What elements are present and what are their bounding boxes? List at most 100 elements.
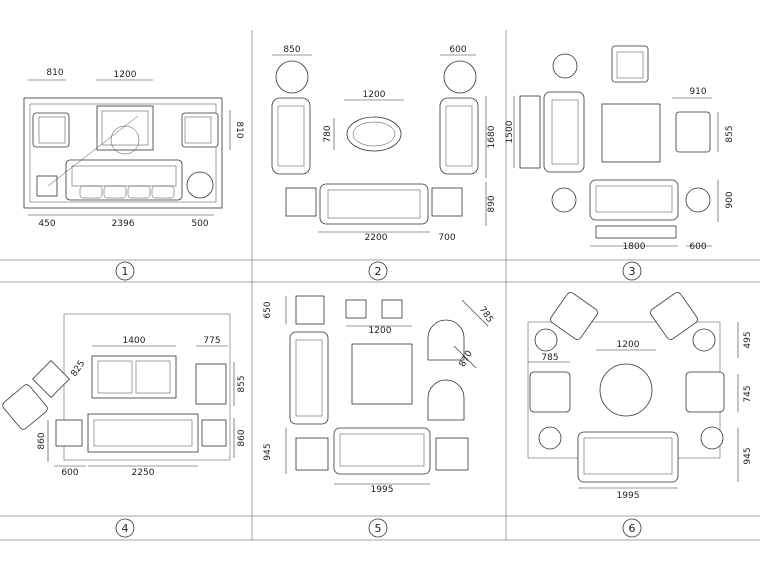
lattice-coffee-table xyxy=(91,355,177,399)
dim-label: 1800 xyxy=(623,242,646,252)
plan-number-label: 4 xyxy=(122,522,129,535)
plan-number-label: 3 xyxy=(629,265,636,278)
plan-number-3: 3 xyxy=(622,261,642,281)
dim-label: 450 xyxy=(38,219,55,229)
console-table xyxy=(519,95,541,169)
plan-3: 910 1500 855 900 1800 600 xyxy=(505,45,735,252)
dim-label: 2200 xyxy=(365,233,388,243)
dim-label: 1680 xyxy=(487,125,497,148)
dim-label: 785 xyxy=(541,353,558,363)
dim-label: 600 xyxy=(689,242,706,252)
dim-label: 2250 xyxy=(132,468,155,478)
side-table xyxy=(435,437,469,471)
side-table xyxy=(201,419,227,447)
plan-6: 1200 495 785 745 945 1995 xyxy=(527,292,753,501)
dim-label: 855 xyxy=(237,375,247,392)
armchair-angled xyxy=(650,292,698,340)
sofa-bottom xyxy=(589,179,679,221)
dim-label: 900 xyxy=(725,191,735,208)
round-stool xyxy=(700,426,724,450)
armchair-right xyxy=(685,371,725,413)
dim-label: 810 xyxy=(234,121,244,138)
dim-label: 910 xyxy=(689,87,706,97)
plan-number-2: 2 xyxy=(368,261,388,281)
side-table xyxy=(285,187,317,217)
oval-coffee-table xyxy=(346,116,402,152)
round-table xyxy=(186,171,214,199)
round-stool xyxy=(534,328,558,352)
sofa xyxy=(87,413,199,453)
dim-label: 810 xyxy=(46,68,63,78)
armchair-right xyxy=(195,363,227,405)
armchair-angled xyxy=(550,292,598,340)
dim-label: 1200 xyxy=(363,90,386,100)
round-coffee-table xyxy=(599,363,653,417)
dim-label: 1200 xyxy=(369,326,392,336)
side-table xyxy=(295,437,329,471)
armchair-angled xyxy=(2,384,48,430)
round-stool xyxy=(552,53,578,79)
dim-label: 775 xyxy=(203,336,220,346)
dim-label: 780 xyxy=(323,125,333,142)
sofa-left xyxy=(543,91,585,173)
dim-label: 860 xyxy=(37,432,47,449)
sheet-grid xyxy=(0,30,760,541)
dim-label: 1995 xyxy=(617,491,640,501)
plan-4: 1400 775 825 855 860 860 600 2250 xyxy=(2,313,247,478)
side-table-angled xyxy=(32,360,70,398)
dim-label: 945 xyxy=(263,443,273,460)
plan-number-1: 1 xyxy=(115,261,135,281)
dim-label: 700 xyxy=(438,233,455,243)
round-stool xyxy=(685,187,711,213)
plan-number-label: 1 xyxy=(122,265,129,278)
plan-2: 850 600 1200 780 1680 890 2200 700 xyxy=(271,45,497,243)
round-stool xyxy=(538,426,562,450)
dim-label: 650 xyxy=(263,301,273,318)
plan-number-label: 6 xyxy=(629,522,636,535)
round-stool xyxy=(551,187,577,213)
dim-label: 600 xyxy=(61,468,78,478)
dim-label: 945 xyxy=(743,447,753,464)
round-table xyxy=(275,60,309,94)
armchair-right xyxy=(675,111,711,153)
dim-label: 1995 xyxy=(371,485,394,495)
armchair-right xyxy=(181,112,219,148)
plan-number-4: 4 xyxy=(115,518,135,538)
dim-label: 855 xyxy=(725,125,735,142)
coffee-table xyxy=(96,105,154,151)
dim-label: 1200 xyxy=(617,340,640,350)
armchair-left xyxy=(529,371,571,413)
sofa-left xyxy=(289,331,329,425)
sofa-bottom xyxy=(319,183,429,225)
sofa xyxy=(65,159,183,201)
dim-label: 1500 xyxy=(505,120,515,143)
stool xyxy=(345,299,367,319)
dim-label: 785 xyxy=(477,305,495,325)
sofa xyxy=(577,431,679,483)
round-stool xyxy=(692,328,716,352)
side-table xyxy=(295,295,325,325)
bench xyxy=(595,225,677,239)
plan-number-label: 5 xyxy=(375,522,382,535)
dim-label: 745 xyxy=(743,385,753,402)
dim-label: 850 xyxy=(283,45,300,55)
plan-5: 650 1200 785 870 945 1995 xyxy=(263,295,495,495)
coffee-table xyxy=(601,103,661,163)
dim-label: 2396 xyxy=(112,219,135,229)
dim-label: 500 xyxy=(191,219,208,229)
sofa-bottom xyxy=(333,427,431,475)
coffee-table xyxy=(351,343,413,405)
round-table xyxy=(443,60,477,94)
dim-label: 495 xyxy=(743,331,753,348)
dim-label: 1200 xyxy=(114,70,137,80)
dim-label: 860 xyxy=(237,429,247,446)
side-table xyxy=(55,419,83,447)
dim-label: 1400 xyxy=(123,336,146,346)
sofa-left xyxy=(271,97,311,175)
plan-1: 810 1200 810 450 2396 500 xyxy=(23,68,244,229)
plan-number-label: 2 xyxy=(375,265,382,278)
armchair-left xyxy=(32,112,70,148)
plan-number-6: 6 xyxy=(622,518,642,538)
dim-label: 890 xyxy=(487,195,497,212)
